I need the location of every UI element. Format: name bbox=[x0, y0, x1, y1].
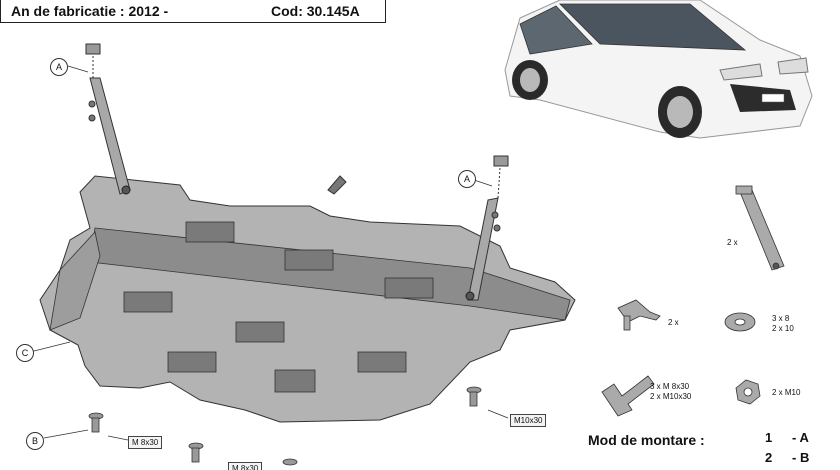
vent-slot-5 bbox=[235, 321, 285, 343]
clip-qty: 2 x bbox=[668, 318, 679, 327]
bolt-part bbox=[601, 375, 655, 417]
mounting-step-1-num: 1 bbox=[765, 430, 773, 445]
skid-plate-flange bbox=[49, 231, 101, 331]
mounting-step-1-letter: - A bbox=[792, 430, 809, 445]
bolt-label-m8-left: M 8x30 bbox=[128, 436, 163, 449]
skid-plate bbox=[39, 175, 576, 423]
nut-qty: 2 x M10 bbox=[772, 388, 801, 397]
bolt-qty-line1: 3 x M 8x30 bbox=[650, 382, 690, 391]
mounting-step-2-num: 2 bbox=[765, 450, 773, 465]
direction-arrow bbox=[327, 175, 347, 195]
vent-slot-7 bbox=[357, 351, 407, 373]
bolt-qty-line2: 2 x M10x30 bbox=[650, 392, 692, 401]
loose-bolts bbox=[88, 386, 482, 466]
callout-c: C bbox=[16, 344, 34, 362]
callout-b: B bbox=[26, 432, 44, 450]
code-label: Cod: 30.145A bbox=[271, 3, 360, 19]
washer-qty-line1: 3 x 8 bbox=[772, 314, 790, 323]
clip-pin bbox=[623, 315, 631, 331]
vent-slot-3 bbox=[384, 277, 434, 299]
mounting-step-2-letter: - B bbox=[792, 450, 810, 465]
bracket-part bbox=[739, 189, 785, 271]
callout-a-right: A bbox=[458, 170, 476, 188]
right-bracket bbox=[465, 155, 509, 301]
vent-slot-1 bbox=[185, 221, 235, 243]
callout-a-left: A bbox=[50, 58, 68, 76]
bolt-label-m8-bottom: M 8x30 bbox=[228, 462, 263, 470]
vent-slot-8 bbox=[274, 369, 316, 393]
header-box: An de fabricatie : 2012 - Cod: 30.145A bbox=[0, 0, 386, 23]
parts-legend bbox=[601, 185, 785, 417]
mounting-title: Mod de montare : bbox=[588, 432, 705, 448]
washer-qty-line2: 2 x 10 bbox=[772, 324, 794, 333]
bracket-part-top bbox=[735, 185, 753, 195]
vent-slot-2 bbox=[284, 249, 334, 271]
left-bracket bbox=[85, 43, 131, 195]
car-illustration bbox=[504, 0, 813, 139]
leader-lines bbox=[29, 65, 509, 441]
year-label: An de fabricatie : 2012 - bbox=[11, 3, 169, 19]
vent-slot-6 bbox=[167, 351, 217, 373]
bracket-qty: 2 x bbox=[727, 238, 738, 247]
bolt-label-m10-right: M10x30 bbox=[510, 414, 547, 427]
vent-slot-4 bbox=[123, 291, 173, 313]
vent-slots bbox=[123, 221, 434, 393]
